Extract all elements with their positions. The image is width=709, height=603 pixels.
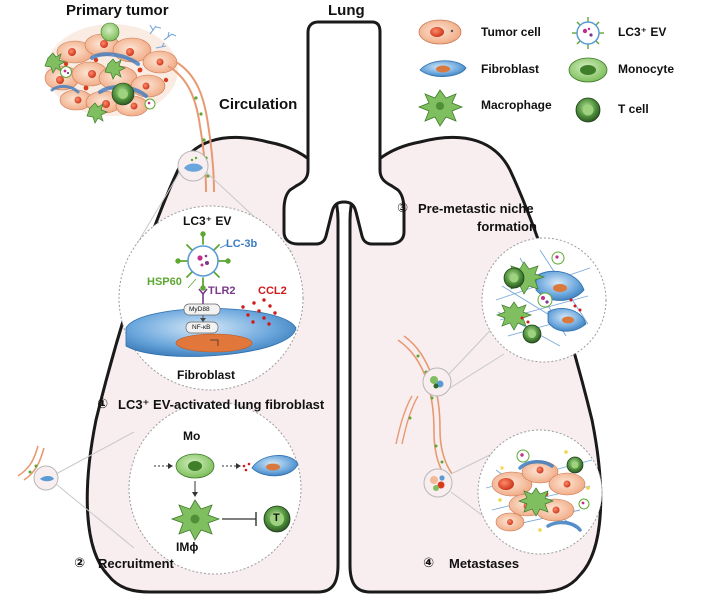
pre-metastatic-niche-inset xyxy=(481,237,607,363)
recruitment-macrophage xyxy=(170,499,221,541)
imphi-label: IMϕ xyxy=(176,540,199,554)
step-2-label: Recruitment xyxy=(98,556,174,571)
legend-fibroblast-label: Fibroblast xyxy=(481,62,540,76)
nfkb-label: NF-κB xyxy=(192,324,211,331)
recruitment-fibroblast xyxy=(251,455,299,477)
left-lower-vessel xyxy=(17,431,135,549)
t-cell-icon xyxy=(575,97,601,123)
legend-lc3-ev-label: LC3⁺ EV xyxy=(618,25,667,39)
metastases-zoom-source xyxy=(423,449,503,531)
legend-t-cell-label: T cell xyxy=(618,102,649,116)
lc3-ev-icon xyxy=(572,17,604,49)
recruitment-t-cell xyxy=(263,505,291,533)
tlr2-label: TLR2 xyxy=(208,285,236,297)
tumor-cell-icon xyxy=(418,19,462,45)
step-3-label-line2: formation xyxy=(477,219,537,234)
circulation-label: Circulation xyxy=(219,96,298,113)
right-vessel-tree xyxy=(395,335,453,479)
step-3-label-line1: Pre-metastic niche xyxy=(418,201,534,216)
inset-fibroblast-label: Fibroblast xyxy=(177,368,236,382)
step-1-label: LC3⁺ EV-activated lung fibroblast xyxy=(118,397,325,412)
lc3-ev-inset xyxy=(175,231,231,291)
step-4-label: Metastases xyxy=(449,556,520,571)
inset-lc3-ev-title: LC3⁺ EV xyxy=(183,214,232,228)
step-2-marker: ② xyxy=(74,555,86,570)
myd88-box xyxy=(183,303,221,322)
t-cell-letter: T xyxy=(273,512,280,524)
fibroblast-icon xyxy=(419,60,467,77)
ccl2-label: CCL2 xyxy=(258,285,287,297)
recruitment-arrow-down xyxy=(192,481,198,497)
legend-tumor-cell-label: Tumor cell xyxy=(481,25,541,39)
myd88-label: MyD88 xyxy=(189,306,210,313)
pre-metastatic-zoom-source xyxy=(422,317,505,397)
fibroblast-inset xyxy=(118,205,304,391)
recruitment-inset xyxy=(128,401,302,575)
step-3-marker: ③ xyxy=(397,200,409,215)
step-1-marker: ① xyxy=(97,396,109,411)
nfkb-box xyxy=(185,321,219,334)
primary-tumor-cluster xyxy=(44,22,178,124)
hsp60-label: HSP60 xyxy=(147,276,182,288)
legend-monocyte-label: Monocyte xyxy=(618,62,675,76)
monocyte-icon xyxy=(568,57,608,83)
ccl2-dots xyxy=(241,298,277,326)
macrophage-icon xyxy=(417,89,464,127)
metastases-inset xyxy=(477,429,603,555)
primary-tumor-title: Primary tumor xyxy=(66,2,169,19)
inhibition-line xyxy=(222,512,257,526)
recruitment-monocyte xyxy=(154,453,215,479)
lung-title: Lung xyxy=(328,2,365,19)
trachea xyxy=(282,20,406,246)
mo-label: Mo xyxy=(183,429,201,443)
legend-macrophage-label: Macrophage xyxy=(481,98,552,112)
lc3b-label: LC-3b xyxy=(226,238,258,250)
step-4-marker: ④ xyxy=(423,555,435,570)
